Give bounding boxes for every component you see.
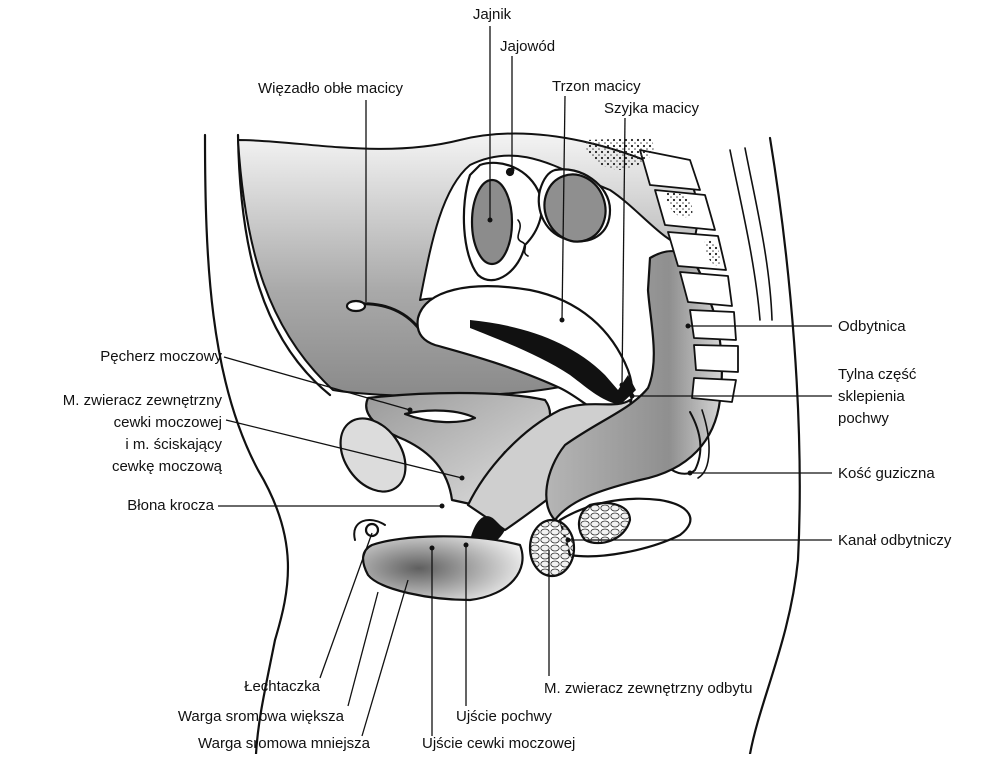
leader-lechtaczka	[320, 533, 372, 678]
anal-sphincter	[530, 520, 574, 576]
label-warga-mniejsza: Warga sromowa mniejsza	[100, 735, 370, 752]
label-ujscie-pochwy: Ujście pochwy	[456, 708, 552, 725]
leader-warga-wieksza	[348, 592, 378, 706]
leader-warga-mniejsza	[362, 580, 408, 736]
label-lechtaczka: Łechtaczka	[200, 678, 320, 695]
label-odbytnica: Odbytnica	[838, 318, 906, 335]
back-contour	[750, 138, 800, 754]
ovary	[472, 180, 512, 264]
label-trzon-macicy: Trzon macicy	[552, 78, 641, 95]
label-jajnik: Jajnik	[462, 6, 522, 23]
label-tylna-czesc-2: sklepienia	[838, 388, 905, 405]
label-pecherz: Pęcherz moczowy	[46, 348, 222, 365]
abdominal-cavity	[238, 134, 698, 397]
label-zwieracz-cewki-4: cewkę moczową	[0, 458, 222, 475]
label-jajowod: Jajowód	[500, 38, 555, 55]
label-ujscie-cewki: Ujście cewki moczowej	[422, 735, 575, 752]
label-szyjka-macicy: Szyjka macicy	[604, 100, 699, 117]
label-zwieracz-cewki-3: i m. ściskający	[0, 436, 222, 453]
label-tylna-czesc-3: pochwy	[838, 410, 889, 427]
label-tylna-czesc-1: Tylna część	[838, 366, 916, 383]
label-zwieracz-odbytu: M. zwieracz zewnętrzny odbytu	[544, 680, 752, 697]
labia	[363, 536, 522, 600]
label-kosc-guziczna: Kość guziczna	[838, 465, 935, 482]
label-zwieracz-cewki-2: cewki moczowej	[0, 414, 222, 431]
label-wiezadlo: Więzadło obłe macicy	[258, 80, 403, 97]
label-kanal-odbytniczy: Kanał odbytniczy	[838, 532, 951, 549]
label-warga-wieksza: Warga sromowa większa	[100, 708, 344, 725]
label-zwieracz-cewki-1: M. zwieracz zewnętrzny	[0, 392, 222, 409]
label-blona-krocza: Błona krocza	[80, 497, 214, 514]
